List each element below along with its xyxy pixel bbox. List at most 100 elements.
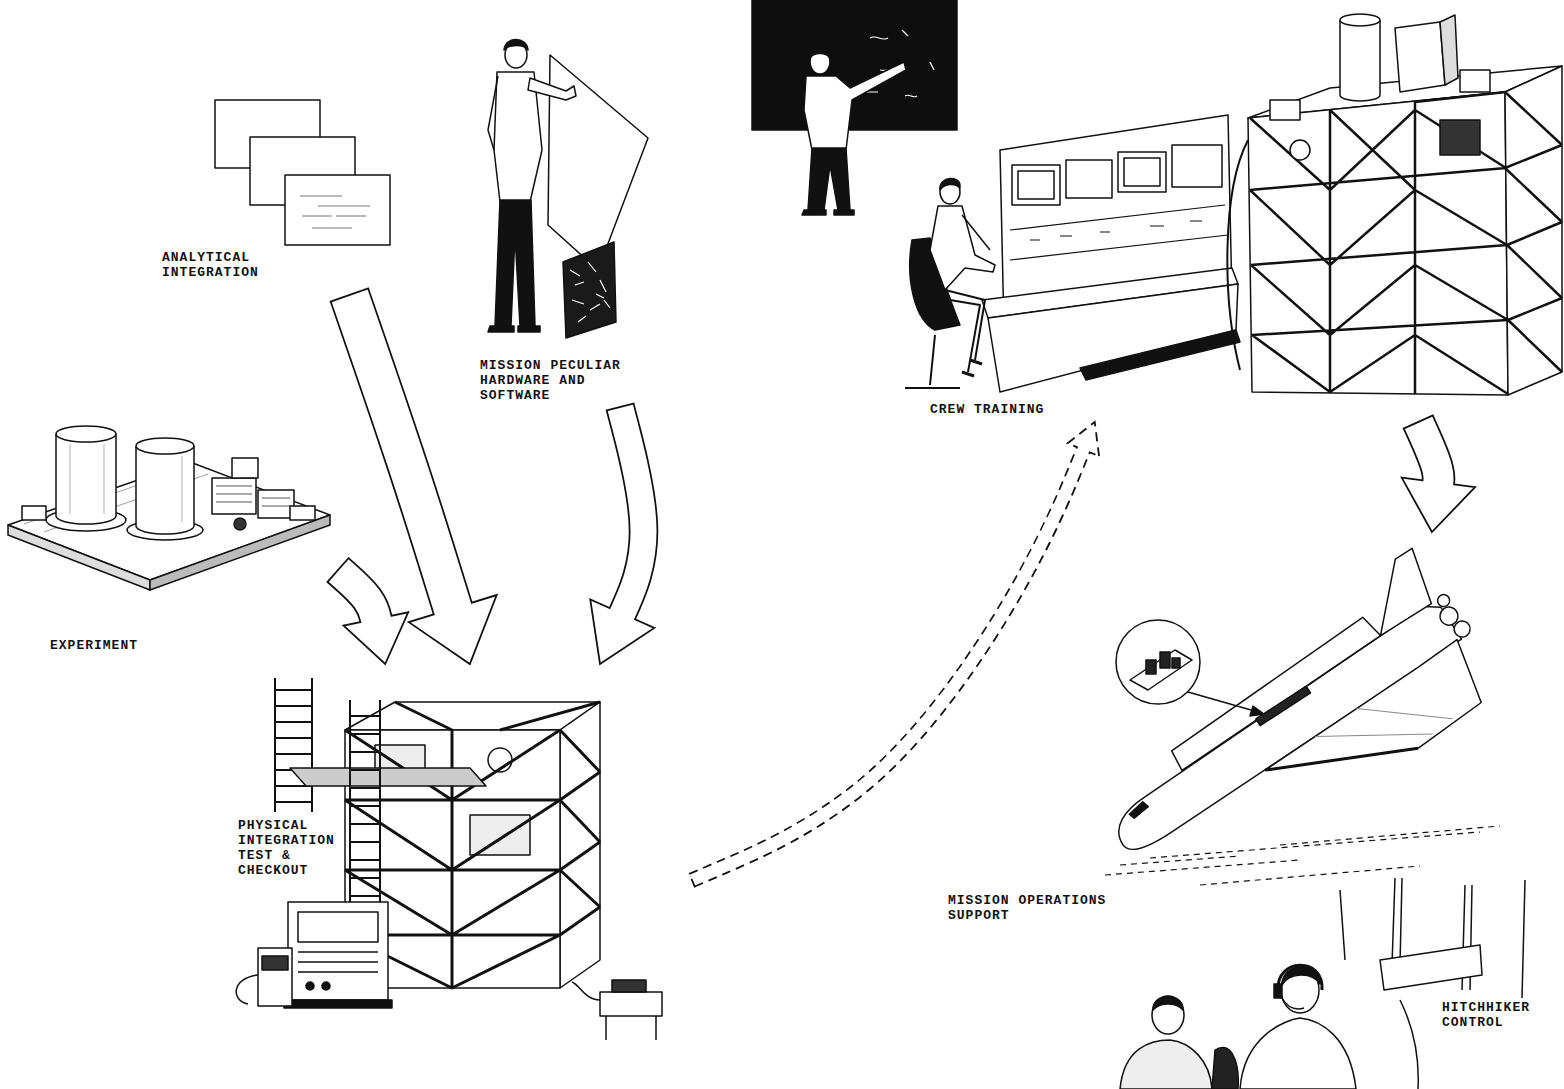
carrier-truss	[1340, 14, 1380, 26]
arrow-body	[349, 295, 453, 611]
stage-label: HITCHHIKER CONTROL	[1442, 1000, 1546, 1030]
experiment-pallet	[258, 490, 294, 518]
payload-callout	[1250, 706, 1264, 716]
document-sheets	[300, 196, 370, 228]
experiment-pallet	[136, 446, 194, 534]
control-room	[1240, 1018, 1356, 1089]
drafter-figure	[504, 40, 528, 51]
integration-stand	[284, 1000, 392, 1008]
arrow-outline	[620, 407, 643, 616]
space-shuttle	[1451, 618, 1473, 640]
training-room	[1010, 205, 1228, 260]
flow-arrow	[330, 288, 497, 664]
control-room	[1120, 878, 1525, 1089]
space-shuttle	[1128, 801, 1150, 819]
arrow-head	[409, 595, 497, 664]
carrier-truss	[1250, 92, 1508, 394]
arrow-head	[590, 600, 654, 664]
drafter-figure	[488, 326, 540, 332]
training-room	[945, 290, 985, 372]
integration-stand	[236, 975, 258, 1004]
space-shuttle	[1073, 545, 1510, 912]
arrow-body	[692, 447, 1084, 880]
arrow-tail	[327, 558, 349, 583]
drafter-figure	[528, 78, 576, 100]
stage-node: MISSION OPERATIONS SUPPORT	[940, 532, 1510, 932]
training-room	[1172, 145, 1222, 187]
carrier-truss	[1505, 92, 1562, 372]
training-room	[1066, 160, 1112, 198]
arrow-head	[1068, 422, 1099, 456]
training-room	[752, 0, 957, 130]
stage-label: CREW TRAINING	[930, 402, 1090, 417]
arrow-head	[1402, 478, 1475, 532]
training-room	[1080, 330, 1240, 380]
carrier-truss	[1340, 20, 1380, 101]
training-room	[1124, 158, 1160, 186]
integration-stand	[262, 956, 288, 970]
arrow-body	[338, 570, 377, 622]
control-room	[1152, 996, 1184, 1034]
carrier-truss	[1227, 14, 1562, 395]
arrow-outline	[692, 447, 1084, 880]
control-room	[1282, 998, 1304, 1009]
document-sheets	[215, 100, 390, 245]
arrow-body	[1418, 422, 1438, 485]
carrier-truss	[1460, 70, 1490, 92]
flow-arrow	[1402, 415, 1475, 532]
experiment-pallet	[234, 518, 246, 530]
experiment-pallet	[8, 426, 330, 590]
control-room	[1340, 878, 1525, 998]
experiment-pallet	[290, 506, 315, 520]
arrow-tail	[330, 288, 369, 302]
carrier-truss	[1290, 140, 1310, 160]
experiment-pallet	[182, 456, 183, 522]
integration-stand	[275, 678, 312, 812]
control-room	[1278, 965, 1322, 990]
experiment-pallet	[22, 506, 46, 520]
experiment-pallet	[8, 525, 150, 590]
stage-node: ANALYTICAL INTEGRATION	[155, 95, 395, 295]
stage-node: EXPERIMENT	[0, 415, 338, 660]
control-room	[1274, 984, 1282, 998]
carrier-truss	[1440, 15, 1458, 85]
drafting-board	[548, 55, 648, 270]
training-room	[810, 49, 830, 58]
carrier-truss	[1248, 92, 1508, 395]
integration-stand	[606, 1016, 656, 1040]
integration-stand	[298, 952, 378, 972]
drafting-board	[570, 262, 610, 322]
integration-stand	[236, 678, 662, 1040]
carrier-truss	[1395, 22, 1445, 92]
flow-arrow	[327, 558, 408, 664]
experiment-pallet	[136, 438, 194, 454]
training-room	[940, 178, 960, 190]
training-room	[810, 50, 830, 74]
training-room	[804, 62, 906, 150]
integration-stand	[258, 948, 292, 1006]
stage-label: MISSION PECULIAR HARDWARE AND SOFTWARE	[480, 358, 636, 403]
training-room	[905, 335, 960, 388]
training-room	[808, 148, 850, 210]
arrow-body	[620, 407, 643, 616]
control-room	[1153, 997, 1183, 1011]
carrier-truss	[1440, 120, 1480, 155]
payload-callout	[1172, 658, 1180, 668]
arrow-tail	[689, 873, 695, 887]
payload-callout	[1146, 660, 1156, 674]
space-shuttle	[1256, 686, 1311, 725]
integration-stand	[572, 982, 600, 1000]
experiment-pallet	[212, 478, 256, 514]
carrier-truss	[1270, 100, 1300, 120]
carrier-truss	[1227, 140, 1248, 370]
experiment-pallet	[56, 434, 116, 524]
arrow-tail	[1403, 415, 1434, 429]
training-room	[752, 0, 1240, 392]
stage-label: EXPERIMENT	[50, 638, 170, 653]
space-shuttle	[1314, 668, 1453, 789]
control-room	[1380, 945, 1482, 990]
space-shuttle	[1265, 694, 1418, 825]
integration-stand	[306, 982, 314, 990]
training-room	[962, 215, 990, 250]
